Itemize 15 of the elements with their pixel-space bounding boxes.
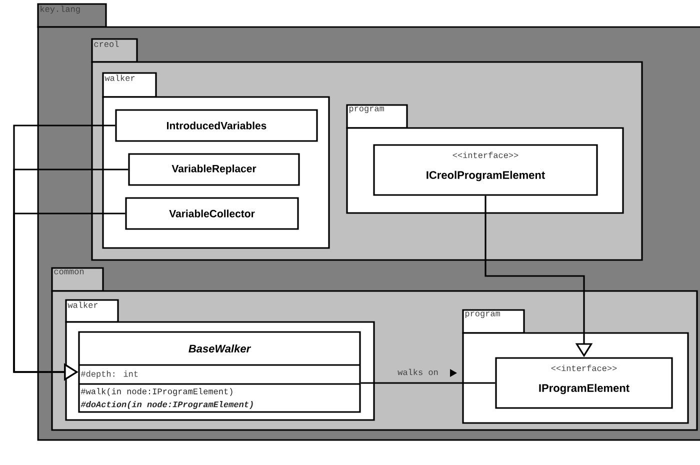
node-label: common — [54, 270, 84, 274]
class-box: <<interface>> ICreolProgramElement — [373, 144, 598, 196]
node-label: walker — [104, 74, 135, 81]
class-box: VariableReplacer — [128, 153, 300, 186]
node-label: walker — [68, 302, 98, 308]
node-label: program — [349, 106, 384, 114]
node-label: program — [465, 312, 500, 318]
edge-label: walks on — [398, 368, 438, 376]
connector — [360, 382, 496, 384]
class-box: <<interface>> IProgramElement — [495, 357, 673, 409]
class-box: IntroducedVariables — [115, 109, 318, 142]
node-label: key.lang — [40, 6, 80, 14]
class-box: BaseWalker #depth: int #walk(in node:IProgramElement) #doAction(in node:IProgramElement) — [78, 331, 361, 413]
node-label: creol — [94, 40, 119, 47]
class-box: VariableCollector — [125, 197, 299, 230]
